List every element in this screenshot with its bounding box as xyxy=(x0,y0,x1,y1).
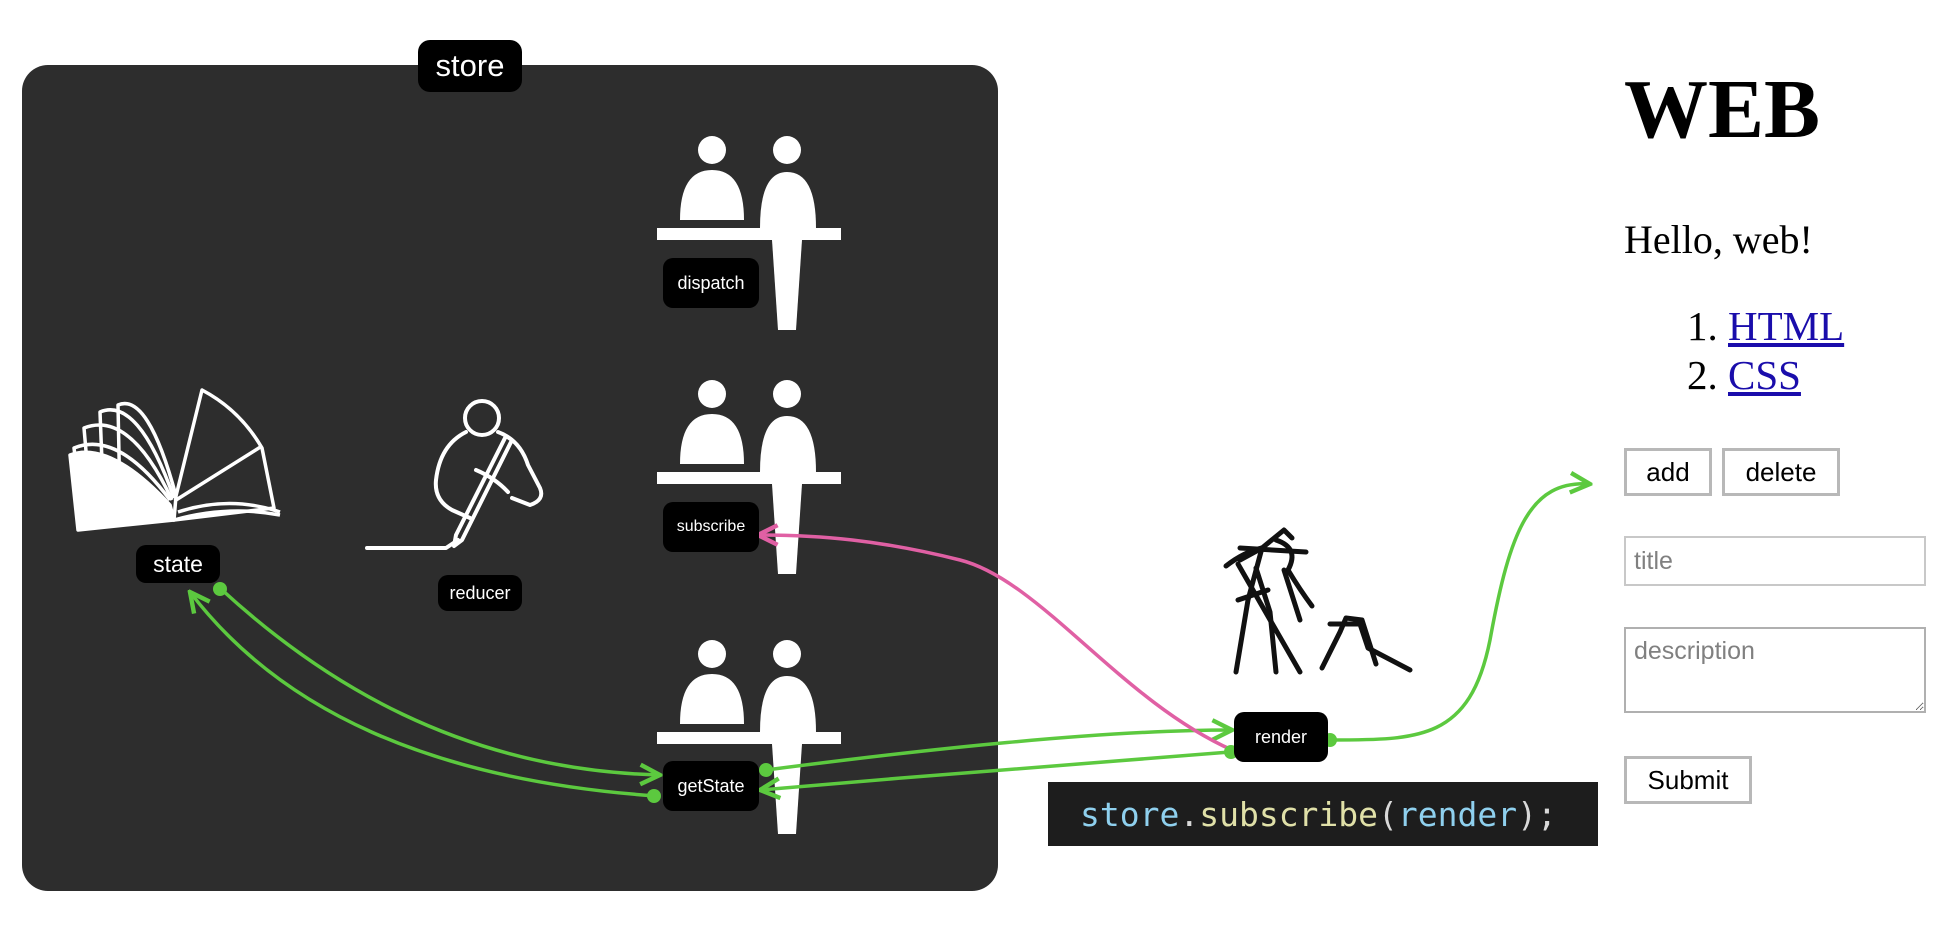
connection-arrows xyxy=(190,484,1590,796)
reducer-label: reducer xyxy=(438,575,522,611)
add-button[interactable]: add xyxy=(1624,448,1712,496)
code-open-paren: ( xyxy=(1378,794,1398,834)
dispatch-label: dispatch xyxy=(663,258,759,308)
connector-dots xyxy=(213,582,1337,803)
writer-icon xyxy=(365,399,544,550)
code-dot: . xyxy=(1179,794,1200,834)
code-method: subscribe xyxy=(1199,794,1379,834)
page-title: WEB xyxy=(1624,63,1821,156)
link-css[interactable]: CSS xyxy=(1728,352,1801,398)
topic-list: HTML CSS xyxy=(1686,302,1844,400)
subscribe-label: subscribe xyxy=(663,502,759,552)
state-label: state xyxy=(136,545,220,583)
getstate-label: getState xyxy=(663,761,759,811)
render-label: render xyxy=(1234,712,1328,762)
submit-button[interactable]: Submit xyxy=(1624,756,1752,804)
list-item: CSS xyxy=(1728,351,1844,400)
store-label: store xyxy=(418,40,522,92)
code-close: ); xyxy=(1517,794,1557,834)
code-argument: render xyxy=(1397,794,1518,834)
digging-worker-icon xyxy=(1223,527,1413,675)
link-html[interactable]: HTML xyxy=(1728,303,1845,349)
render-to-web-arrow xyxy=(1329,484,1590,742)
render-to-subscribe-arrow xyxy=(758,535,1233,752)
getstate-to-state-arrow xyxy=(190,592,657,798)
title-input[interactable] xyxy=(1624,536,1926,586)
state-to-getstate-arrow xyxy=(219,587,660,775)
list-item: HTML xyxy=(1728,302,1844,351)
reception-desk-icon xyxy=(657,380,841,574)
getstate-to-render-arrow xyxy=(765,730,1232,772)
delete-button[interactable]: delete xyxy=(1722,448,1840,496)
code-snippet: store.subscribe(render); xyxy=(1048,782,1598,846)
open-book-icon xyxy=(68,388,281,532)
render-to-getstate-arrow xyxy=(760,750,1231,790)
code-object: store xyxy=(1080,794,1180,834)
description-textarea[interactable] xyxy=(1624,627,1926,713)
reception-desk-icon xyxy=(657,136,841,330)
page-body-text: Hello, web! xyxy=(1624,217,1813,262)
